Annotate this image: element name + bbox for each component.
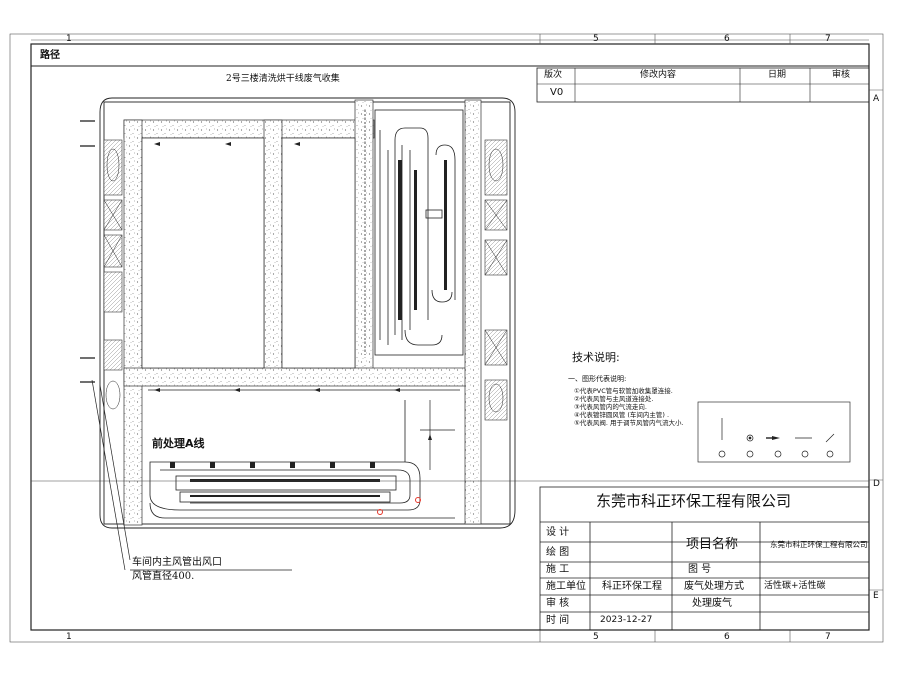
time-label: 时 间	[546, 615, 570, 626]
revision-header-version: 版次	[544, 70, 563, 80]
frame-letter-a: A	[873, 94, 880, 104]
unit-value: 科正环保工程	[602, 581, 662, 592]
tech-note-item: ⑤代表风阀. 用于调节风管内气流大小.	[574, 419, 684, 427]
frame-number-bottom-6: 6	[724, 632, 730, 642]
construct-label: 施 工	[546, 564, 570, 575]
time-value: 2023-12-27	[600, 615, 653, 625]
callout-outlet: 车间内主风管出风口	[132, 557, 222, 568]
revision-header-review: 审核	[832, 70, 851, 80]
drawing-label: 绘 图	[546, 547, 570, 558]
design-label: 设 计	[546, 527, 570, 538]
drawing-no-label: 图 号	[688, 564, 712, 575]
method-value: 活性碳+活性碳	[764, 581, 826, 591]
project-name-value: 东莞市科正环保工程有限公司	[770, 540, 868, 549]
frame-number-top-6: 6	[724, 34, 730, 44]
line-label: 前处理A线	[152, 437, 205, 450]
frame-number-top-7: 7	[825, 34, 831, 44]
drawing-title: 2号三楼清洗烘干线废气收集	[226, 74, 340, 84]
review-label: 审 核	[546, 598, 570, 609]
frame-number-bottom-7: 7	[825, 632, 831, 642]
callout-diameter: 风管直径400.	[132, 571, 195, 582]
tech-note-item: ②代表风管与主风道连接处.	[574, 395, 654, 403]
frame-number-bottom-5: 5	[593, 632, 599, 642]
project-name-label: 项目名称	[686, 537, 739, 552]
frame-number-top-1: 1	[66, 34, 72, 44]
frame-number-bottom-1: 1	[66, 632, 72, 642]
treated-label: 处理废气	[692, 598, 732, 609]
method-label: 废气处理方式	[684, 581, 744, 592]
unit-label: 施工单位	[546, 581, 586, 592]
revision-header-date: 日期	[768, 70, 787, 80]
tech-notes-heading: 技术说明:	[572, 351, 620, 364]
revision-row-version: V0	[550, 87, 564, 98]
tech-note-item: ①代表PVC管与软管加收集罩连接.	[574, 387, 673, 395]
path-label: 路径	[40, 50, 60, 61]
frame-letter-d: D	[873, 479, 880, 489]
revision-header-content: 修改内容	[640, 70, 677, 80]
tech-notes-list: ①代表PVC管与软管加收集罩连接. ②代表风管与主风道连接处. ③代表风管内的气…	[574, 387, 684, 427]
tech-note-item: ④代表镀锌圆风管 (车间内主管) .	[574, 411, 670, 419]
tech-note-item: ③代表风管内的气流走向.	[574, 403, 647, 411]
tech-notes-subheading: 一、图形代表说明:	[568, 375, 627, 383]
company-name: 东莞市科正环保工程有限公司	[596, 492, 792, 510]
frame-letter-e: E	[873, 591, 879, 601]
frame-number-top-5: 5	[593, 34, 599, 44]
